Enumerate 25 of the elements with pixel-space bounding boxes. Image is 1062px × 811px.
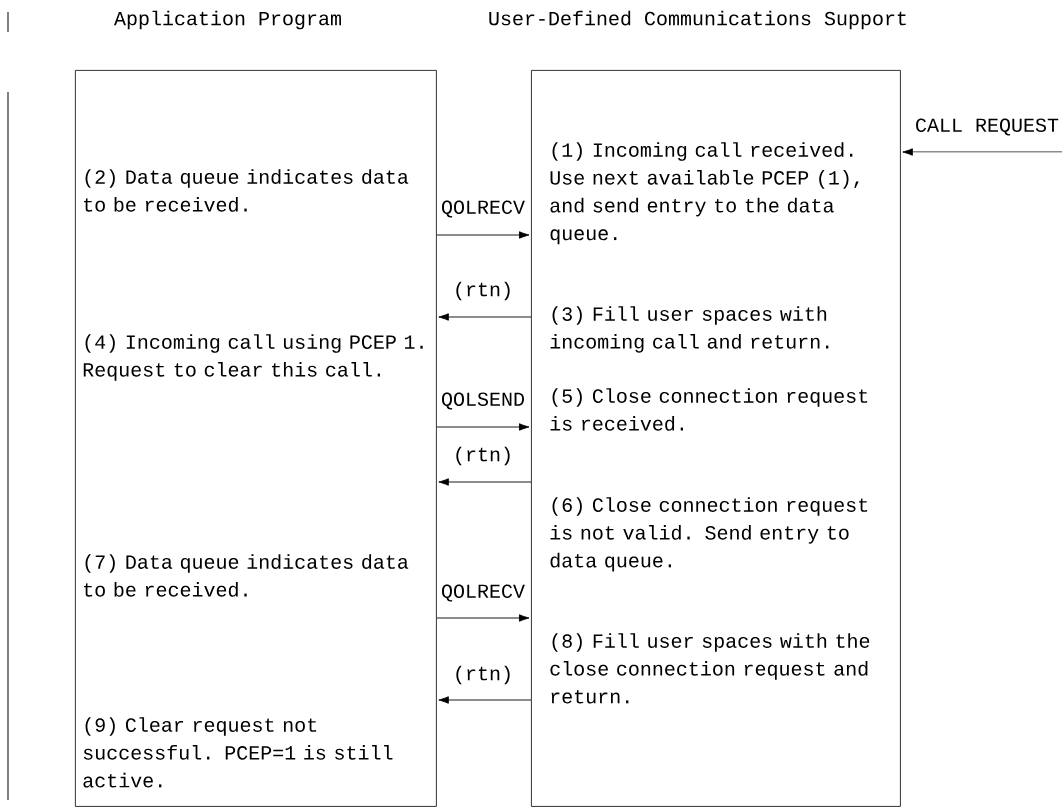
edge-label: QOLRECV (440, 199, 526, 219)
arrow (436, 231, 530, 239)
step-text: (8) Fill user spaces with the close connection request and return. (550, 633, 870, 704)
arrow (436, 423, 530, 431)
column-heading: User-Defined Communications Support (489, 10, 906, 30)
arrow (438, 478, 532, 486)
edge-label: CALL REQUEST (914, 117, 1061, 137)
step-text: (1) Incoming call received. Use next available PCEP (1), and send entry to the data queue. (550, 142, 859, 245)
arrow (436, 614, 530, 622)
step-text: (4) Incoming call using PCEP 1. Request to clear this call. (83, 334, 423, 381)
step-text: (9) Clear request not successful. PCEP=1 is still active. (83, 717, 393, 788)
edge-label: QOLSEND (440, 391, 526, 411)
arrow (438, 696, 532, 704)
arrow (902, 148, 1062, 156)
edge-label: (rtn) (452, 445, 514, 467)
edge-label: (rtn) (452, 280, 514, 302)
step-text: (6) Close connection request is not valid. Send entry to data queue. (550, 497, 868, 572)
arrow (438, 313, 532, 321)
step-text: (3) Fill user spaces with incoming call and return. (550, 306, 829, 353)
edge-label: (rtn) (452, 664, 514, 686)
step-text: (7) Data queue indicates data to be received. (84, 554, 409, 597)
step-text: (5) Close connection request is received. (550, 388, 868, 431)
edge-label: QOLRECV (440, 583, 526, 603)
step-text: (2) Data queue indicates data to be received. (84, 169, 409, 212)
column-heading: Application Program (114, 10, 341, 30)
